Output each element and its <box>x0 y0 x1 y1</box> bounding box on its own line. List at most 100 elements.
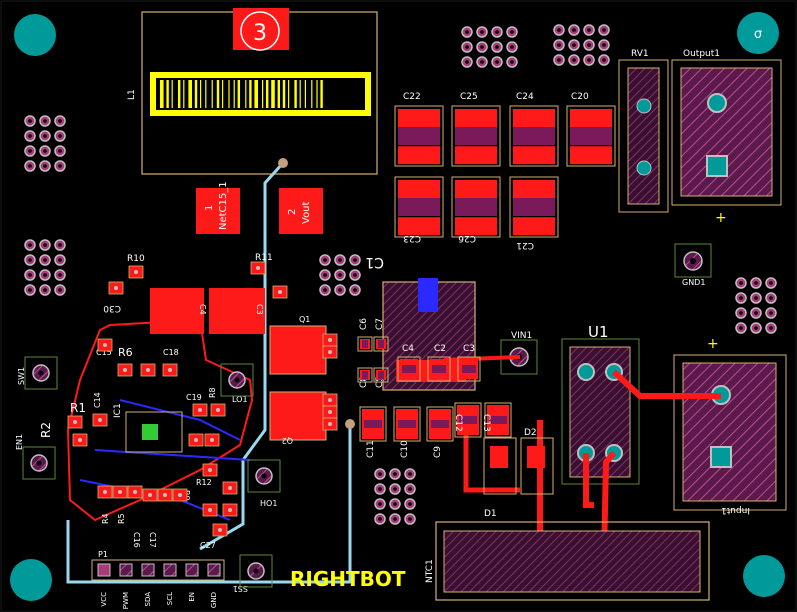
input-plus: + <box>707 336 719 352</box>
ref-c3b: C3 <box>255 304 264 315</box>
via-hole <box>43 273 47 277</box>
cap-pad-bottom <box>513 146 555 165</box>
barcode-bar <box>277 80 280 108</box>
c4b-pad <box>209 288 265 334</box>
via-hole <box>58 164 62 168</box>
cap-pad-bottom <box>570 146 612 165</box>
barcode-bar <box>316 80 318 108</box>
via-hole <box>58 243 62 247</box>
via-hole <box>378 472 382 476</box>
test-points <box>22 356 281 588</box>
ntc1[interactable]: NTC1 <box>425 521 710 601</box>
via-hole <box>495 60 499 64</box>
barcode-bar <box>299 80 301 108</box>
ref-p1: P1 <box>98 550 108 559</box>
smd-via <box>228 508 232 512</box>
via-hole <box>28 119 32 123</box>
ref-input1: Input1 <box>721 505 750 515</box>
via-hole <box>58 119 62 123</box>
smd-via <box>218 528 222 532</box>
ref-q2: Q2 <box>282 436 293 445</box>
via-hole <box>739 281 743 285</box>
tp-outline <box>239 554 273 588</box>
smd-via <box>208 508 212 512</box>
ref-c12: C12 <box>453 414 463 432</box>
via-hole <box>43 258 47 262</box>
via-hole <box>754 326 758 330</box>
output1-pin2 <box>706 155 728 177</box>
ref-vin1: VIN1 <box>511 331 532 341</box>
smd-via <box>148 493 152 497</box>
tp-outline <box>24 356 58 390</box>
smd-via <box>208 468 212 472</box>
ref-r6: R6 <box>118 346 133 359</box>
u1-pin1 <box>577 363 595 381</box>
d1-outline <box>483 437 517 495</box>
ref-c20: C20 <box>571 92 589 102</box>
via-hole <box>408 487 412 491</box>
header-pin <box>163 563 177 577</box>
ref-r4: R4 <box>101 513 110 524</box>
inductor-barcode-inner <box>156 78 365 110</box>
via-hole <box>510 60 514 64</box>
u1-outline <box>561 338 640 485</box>
ntc1-outline <box>435 521 710 601</box>
cap-outline <box>394 176 444 238</box>
output1-terminal[interactable]: Output1 + <box>671 49 782 226</box>
ref-c22: C22 <box>403 92 421 102</box>
c3b-pad <box>150 288 204 334</box>
barcode-bar <box>271 80 275 108</box>
via-hole <box>587 28 591 32</box>
ref-c23: C23 <box>403 233 421 243</box>
barcode-bar <box>288 80 290 108</box>
cap-body <box>455 198 497 216</box>
d2-pad <box>527 446 545 468</box>
smd-via <box>194 438 198 442</box>
header-pin <box>97 563 111 577</box>
header-pin-label: SDA <box>144 592 152 607</box>
cap-outline <box>509 176 559 238</box>
pad-vout[interactable] <box>279 188 323 234</box>
via-hole <box>43 164 47 168</box>
rv1[interactable]: RV1 <box>618 49 669 213</box>
vin1-testpoint[interactable]: VIN1 <box>500 331 538 375</box>
inductor-barcode <box>160 80 323 108</box>
q2-outline <box>269 391 327 441</box>
output-capacitors <box>394 105 616 238</box>
barcode-bar <box>304 80 306 108</box>
ref-c11: C11 <box>366 440 376 458</box>
diodes[interactable]: D1 D2 <box>483 428 554 519</box>
inductor-l1[interactable]: 3 L1 <box>127 8 378 175</box>
via-hole <box>495 30 499 34</box>
ref-lo1: LO1 <box>232 395 248 404</box>
via-hole <box>769 281 773 285</box>
barcode-bar <box>200 80 202 108</box>
small-smd-parts <box>67 261 338 537</box>
via-hole <box>393 487 397 491</box>
cap-body <box>431 420 449 428</box>
cap-outline <box>393 406 421 442</box>
input1-terminal[interactable]: + Input1 <box>673 336 787 515</box>
barcode-bar <box>233 80 235 108</box>
smd-via <box>328 422 332 426</box>
ref-d2: D2 <box>524 428 537 438</box>
rv1-pin1 <box>636 98 652 114</box>
gnd1-testpoint[interactable]: GND1 <box>674 243 712 287</box>
ref-ss1: SS1 <box>233 584 248 593</box>
cap-outline <box>373 367 389 383</box>
cap-pad-bottom <box>513 217 555 236</box>
cap-outline <box>426 406 454 442</box>
via-hole <box>769 296 773 300</box>
pad-netc15[interactable] <box>196 188 240 234</box>
ref-c16: C16 <box>132 532 141 548</box>
smd-via <box>146 368 150 372</box>
cap-body <box>462 365 476 373</box>
u1-regulator[interactable]: U1 <box>561 323 640 485</box>
via-hole <box>323 258 327 262</box>
ref-r10: R10 <box>127 254 145 264</box>
rv1-outline <box>618 59 669 213</box>
via-hole <box>754 311 758 315</box>
via-hole <box>557 28 561 32</box>
via-hole <box>602 58 606 62</box>
